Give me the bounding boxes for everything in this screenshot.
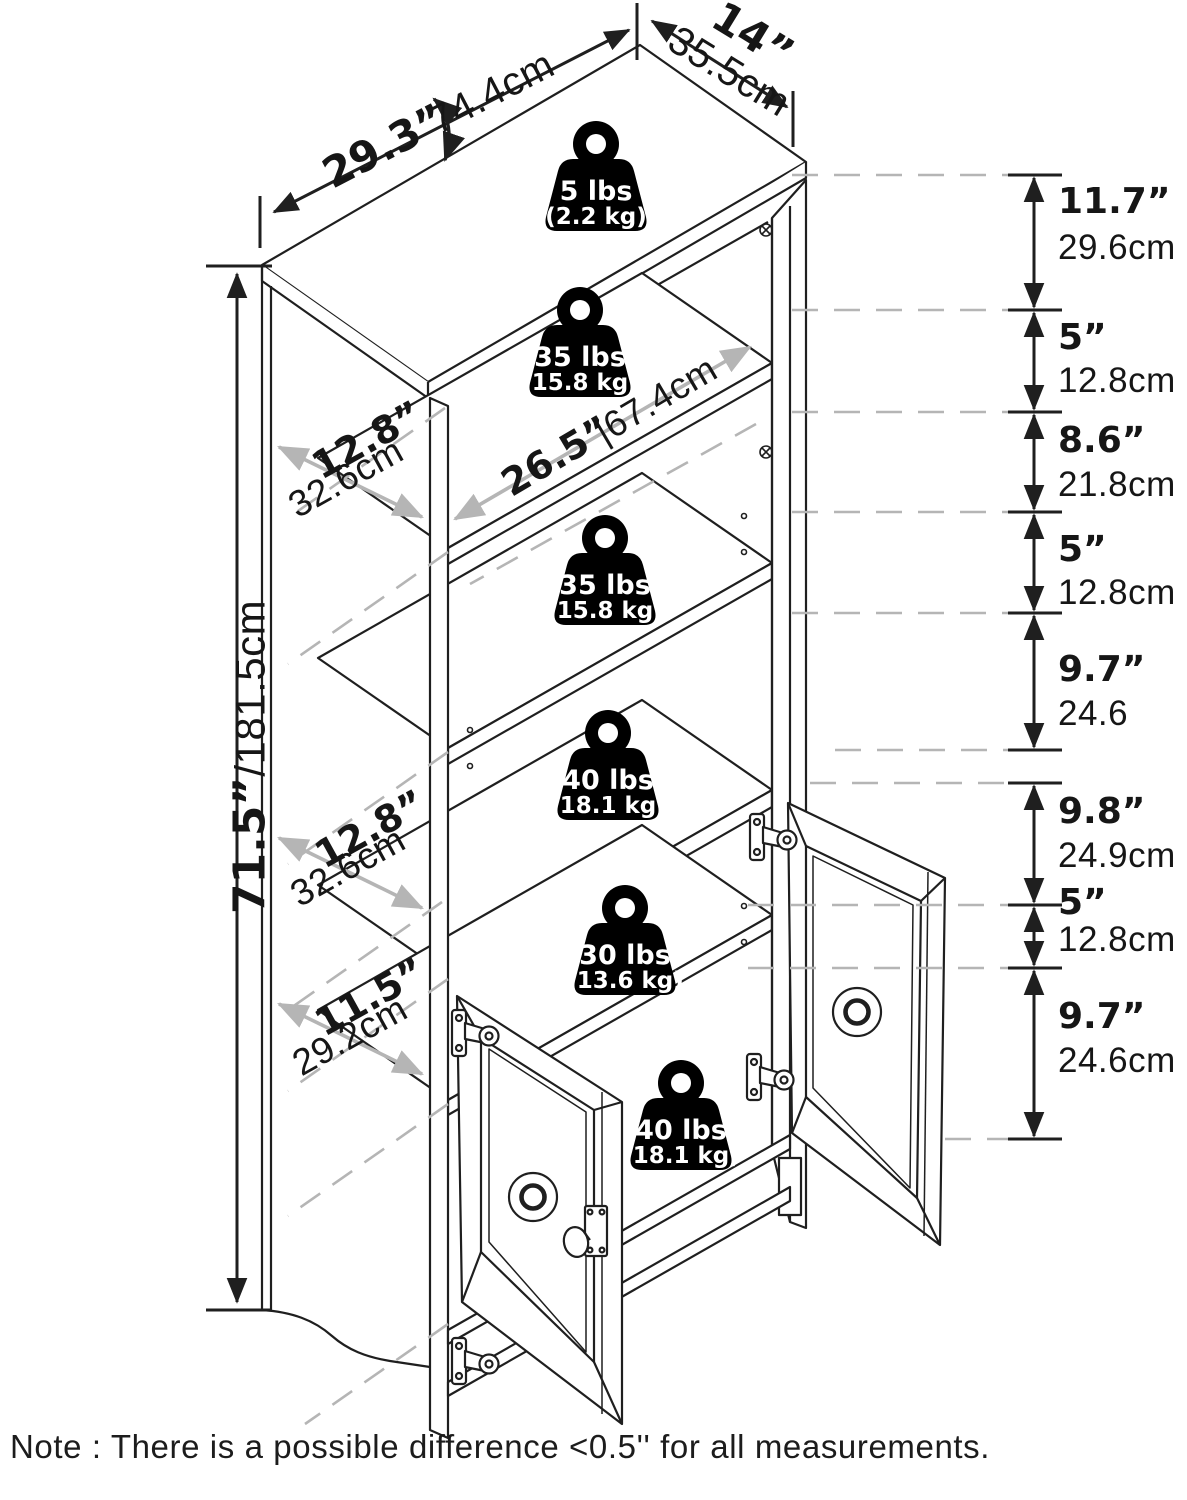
weight-badge-3 [554,515,656,625]
weight-badge-2 [529,287,631,397]
left-door-latch [562,1204,609,1258]
weight-5-lbs: 30 lbs [579,940,671,971]
dim-row-1-cm: 29.6cm [1058,228,1176,267]
door-hinges [450,812,798,1386]
weight-badge-6 [630,1060,732,1170]
dim-row-7-inches: 5” [1058,882,1107,923]
dim-row-2-inches: 5” [1058,317,1107,358]
weight-badge-1 [545,121,647,231]
weight-4-kg: (18.1 kg) [549,793,667,819]
weight-1-kg: (2.2 kg) [545,204,647,230]
shelf-width-arrow [453,345,752,521]
height-label: 71.5”/181.5cm [225,600,276,914]
height-inches-label: 71.5” [224,776,276,915]
dim-row-5-cm: 24.6 [1058,694,1129,733]
front-left-stile [428,396,450,1440]
weight-2-kg: (15.8 kg) [521,370,639,396]
weight-badges [529,121,732,1170]
dimension-lines [206,3,1062,1312]
measurement-note: Note : There is a possible difference <0… [10,1428,991,1465]
dim-row-6-inches: 9.8” [1058,791,1146,832]
dim-row-3-cm: 21.8cm [1058,465,1176,504]
left-door-knob [507,1171,559,1223]
right-door-knob [831,986,883,1038]
dim-row-2-cm: 12.8cm [1058,361,1176,400]
right-door [786,801,947,1247]
weight-6-kg: (18.1 kg) [622,1143,740,1169]
weight-5-kg: (13.6 kg) [566,968,684,994]
dim-row-6-cm: 24.9cm [1058,836,1176,875]
right-dimension-chain-upper [1008,173,1062,752]
right-dimension-chain-lower [1008,781,1062,1141]
dim-row-4-inches: 5” [1058,529,1107,570]
dim-row-3-inches: 8.6” [1058,420,1146,461]
weight-3-lbs: 35 lbs [559,570,651,601]
dim-row-7-cm: 12.8cm [1058,920,1176,959]
dim-row-5-inches: 9.7” [1058,649,1146,690]
screws-and-pins [466,223,773,946]
dimension-leader-lines [748,173,1050,1141]
dim-row-8-cm: 24.6cm [1058,1041,1176,1080]
weight-4-lbs: 40 lbs [562,765,654,796]
depth-arrows [277,345,752,1076]
weight-badge-4 [557,710,659,820]
weight-3-kg: (15.8 kg) [546,598,664,624]
height-cm-label: /181.5cm [226,599,274,777]
dim-row-8-inches: 9.7” [1058,996,1146,1037]
curved-arrow [432,97,465,162]
dim-row-1-inches: 11.7” [1058,181,1171,222]
weight-badge-5 [574,885,676,995]
dim-row-4-cm: 12.8cm [1058,573,1176,612]
cabinet-drawing [260,43,947,1440]
weight-6-lbs: 40 lbs [635,1115,727,1146]
weight-2-lbs: 35 lbs [534,342,626,373]
left-side-panel [260,266,431,1369]
weight-1-lbs: 5 lbs [559,176,633,207]
